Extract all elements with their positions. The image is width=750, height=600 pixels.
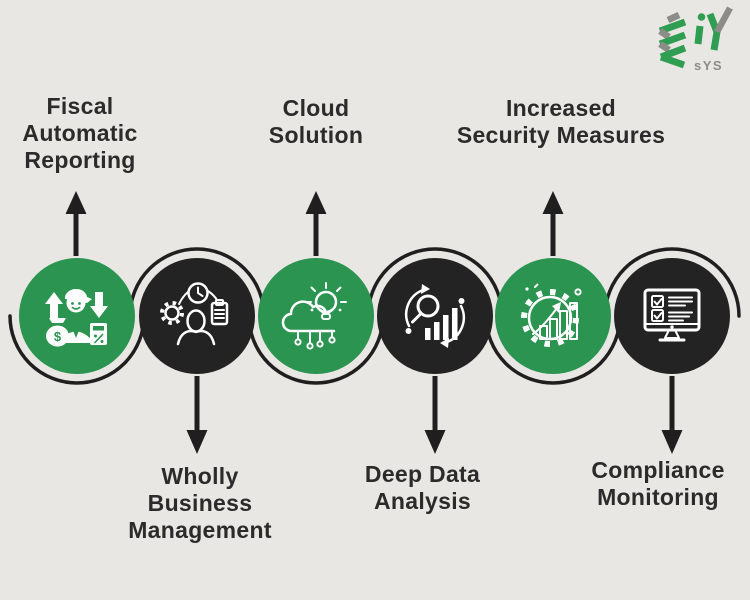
arrow-down-compliance (661, 376, 683, 454)
arrow-down-management (186, 376, 208, 454)
magnifier-bar-chart-cycle-icon (404, 284, 466, 348)
label-line: Security Measures (456, 122, 666, 148)
svg-text:$: $ (54, 329, 62, 344)
brand-logo-graphic: sYS (658, 6, 733, 73)
step-label-increased-security-measures: Increased Security Measures (441, 95, 681, 149)
step-label-deep-data-analysis: Deep Data Analysis (305, 461, 540, 515)
step-circle-deep-data-analysis (377, 258, 493, 374)
label-line: Fiscal (46, 93, 114, 119)
label-line: Reporting (24, 147, 136, 173)
label-line: Analysis (373, 488, 471, 514)
step-label-wholly-business-management: Wholly Business Management (90, 463, 310, 544)
label-line: Increased (505, 95, 617, 121)
label-line: Management (128, 517, 272, 543)
label-line: Deep Data (364, 461, 481, 487)
step-circle-wholly-business-management (139, 258, 255, 374)
step-circle-increased-security-measures (495, 258, 611, 374)
step-label-compliance-monitoring: Compliance Monitoring (548, 457, 750, 511)
label-line: Cloud (282, 95, 350, 121)
arrow-down-analysis (424, 376, 446, 454)
gear-growth-chart-icon (521, 283, 582, 347)
monitor-checklist-icon (643, 288, 701, 342)
label-line: Solution (268, 122, 364, 148)
arrow-up-security (542, 191, 564, 256)
connector-wave (8, 247, 741, 385)
accountant-money-calculator-icon: $ (45, 288, 108, 347)
brand-logo: sYS (638, 4, 744, 82)
person-gear-clock-clipboard-icon (160, 282, 229, 346)
step-label-fiscal-automatic-reporting: Fiscal Automatic Reporting (0, 93, 185, 174)
cloud-lightbulb-circuit-icon (281, 282, 347, 350)
label-line: Business (147, 490, 253, 516)
arrow-up-cloud (305, 191, 327, 256)
label-line: Monitoring (597, 484, 719, 510)
step-circle-fiscal-automatic-reporting (19, 258, 135, 374)
label-line: Compliance (591, 457, 725, 483)
step-circle-cloud-solution (258, 258, 374, 374)
label-line: Automatic (22, 120, 138, 146)
brand-logo-subtext: sYS (694, 58, 723, 73)
arrow-up-fiscal (65, 191, 87, 256)
step-label-cloud-solution: Cloud Solution (206, 95, 426, 149)
label-line: Wholly (161, 463, 239, 489)
